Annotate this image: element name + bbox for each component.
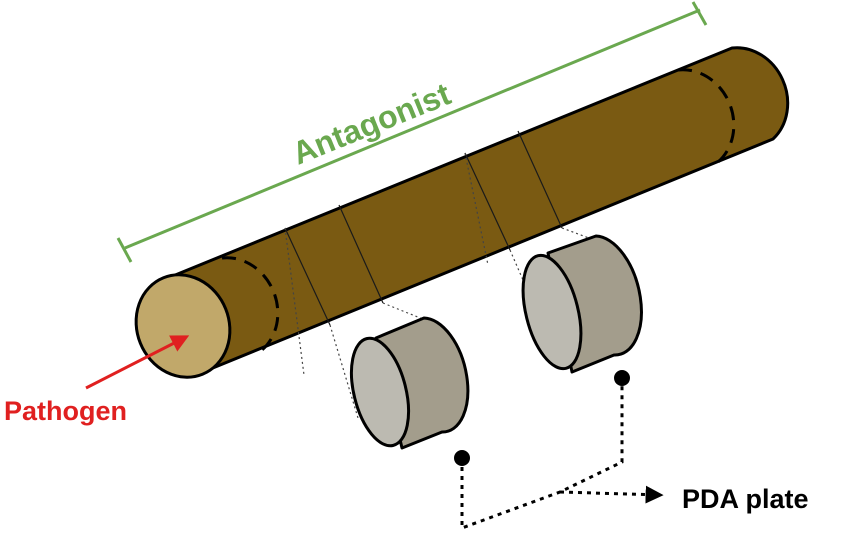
pathogen-label: Pathogen: [4, 396, 127, 426]
wood-stick-body: [161, 46, 790, 374]
pathogen-arrow: [85, 335, 190, 390]
connector-path: [460, 378, 624, 531]
antagonist-label: Antagonist: [287, 75, 456, 171]
wood-disc-left-face: [349, 336, 411, 448]
section-lines: [284, 130, 563, 326]
wood-disc-left: [349, 316, 470, 450]
plate-connector: [454, 370, 664, 531]
antagonist-bracket: [116, 1, 708, 263]
wood-disc-right: [521, 234, 643, 374]
connector-arrow: [559, 485, 664, 504]
pda-plate-label: PDA plate: [682, 484, 809, 514]
projection-lines: [284, 152, 606, 419]
wood-disc-right-face: [521, 253, 583, 371]
